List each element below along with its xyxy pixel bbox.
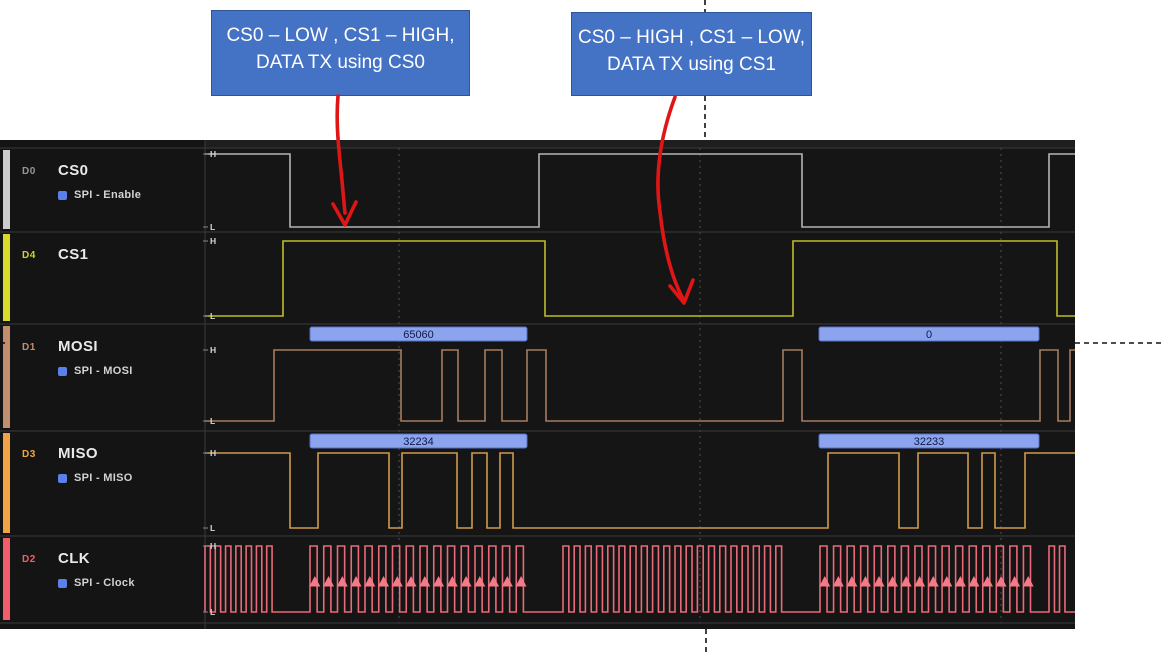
- callout-cs0-low: CS0 – LOW , CS1 – HIGH, DATA TX using CS…: [211, 10, 470, 96]
- panel-top-strip: [0, 140, 1075, 148]
- level-marker-h: H: [210, 541, 216, 551]
- analyzer-tag: SPI - Clock: [58, 577, 135, 589]
- value-pill-label: 65060: [403, 329, 434, 341]
- channel-label-row-miso[interactable]: D3 MISO SPI - MISO: [0, 431, 205, 536]
- level-marker-l: L: [210, 222, 215, 232]
- clock-edge-marker-icon: [968, 576, 980, 587]
- clock-edge-marker-icon: [873, 576, 885, 587]
- clock-edge-marker-icon: [981, 576, 993, 587]
- channel-name: CS0: [58, 162, 89, 179]
- value-pill: [818, 433, 1040, 449]
- wave-clk: [204, 545, 1075, 613]
- clock-edge-marker-icon: [433, 576, 445, 587]
- clock-edge-marker-icon: [515, 576, 527, 587]
- clock-edge-marker-icon: [364, 576, 376, 587]
- channel-label-row-mosi[interactable]: D1 MOSI SPI - MOSI: [0, 324, 205, 431]
- clock-edge-marker-icon: [995, 576, 1007, 587]
- level-marker-h: H: [210, 149, 216, 159]
- channel-id: D2: [22, 554, 36, 565]
- wave-cs0: [205, 153, 1075, 228]
- channel-id: D4: [22, 250, 36, 261]
- channel-id: D0: [22, 166, 36, 177]
- analyzer-chip-icon: [58, 473, 67, 483]
- clock-edge-marker-icon: [350, 576, 362, 587]
- clock-edge-marker-icon: [1022, 576, 1034, 587]
- analyzer-chip-icon: [58, 190, 67, 200]
- clock-edge-marker-icon: [900, 576, 912, 587]
- channel-color-strip: [3, 326, 10, 428]
- clock-edge-marker-icon: [336, 576, 348, 587]
- channel-label-column: D0 CS0 SPI - Enable D4 CS1 D1 MOSI SPI -…: [0, 140, 205, 629]
- channel-color-strip: [3, 538, 10, 620]
- logic-analyzer-panel: D0 CS0 SPI - Enable D4 CS1 D1 MOSI SPI -…: [0, 140, 1075, 629]
- clock-edge-marker-icon: [846, 576, 858, 587]
- channel-color-strip: [3, 433, 10, 533]
- clock-edge-marker-icon: [927, 576, 939, 587]
- clock-edge-marker-icon: [446, 576, 458, 587]
- value-pill-label: 32234: [403, 436, 434, 448]
- callout-line: DATA TX using CS0: [256, 52, 425, 73]
- channel-label-row-cs0[interactable]: D0 CS0 SPI - Enable: [0, 148, 205, 232]
- wave-cs1: [205, 240, 1075, 317]
- value-pill: [818, 326, 1040, 342]
- clock-edge-marker-icon: [954, 576, 966, 587]
- clock-edge-marker-icon: [391, 576, 403, 587]
- analyzer-tag: SPI - Enable: [58, 189, 141, 201]
- level-marker-l: L: [210, 416, 215, 426]
- channel-name: MISO: [58, 445, 98, 462]
- level-marker-l: L: [210, 607, 215, 617]
- level-marker-h: H: [210, 448, 216, 458]
- value-pill-label: 32233: [914, 436, 945, 448]
- analyzer-tag: SPI - MISO: [58, 472, 133, 484]
- value-pill: [309, 433, 528, 449]
- channel-name: CLK: [58, 550, 91, 567]
- channel-color-strip: [3, 150, 10, 229]
- clock-edge-marker-icon: [819, 576, 831, 587]
- clock-edge-marker-icon: [1009, 576, 1021, 587]
- analyzer-label: SPI - MISO: [74, 472, 133, 484]
- channel-label-row-cs1[interactable]: D4 CS1: [0, 232, 205, 324]
- clock-edge-marker-icon: [488, 576, 500, 587]
- clock-edge-marker-icon: [832, 576, 844, 587]
- channel-id: D1: [22, 342, 36, 353]
- clock-edge-marker-icon: [405, 576, 417, 587]
- analyzer-chip-icon: [58, 578, 67, 588]
- level-marker-h: H: [210, 236, 216, 246]
- analyzer-label: SPI - MOSI: [74, 365, 133, 377]
- wave-miso: [205, 452, 1075, 529]
- clock-edge-marker-icon: [859, 576, 871, 587]
- callout-line: CS0 – HIGH , CS1 – LOW,: [577, 27, 806, 48]
- analyzer-chip-icon: [58, 366, 67, 376]
- channel-id: D3: [22, 449, 36, 460]
- analyzer-label: SPI - Enable: [74, 189, 142, 201]
- clock-edge-marker-icon: [501, 576, 513, 587]
- value-pill: [309, 326, 528, 342]
- channel-name: MOSI: [58, 338, 98, 355]
- clock-edge-marker-icon: [474, 576, 486, 587]
- clock-edge-marker-icon: [941, 576, 953, 587]
- level-marker-l: L: [210, 523, 215, 533]
- level-marker-l: L: [210, 311, 215, 321]
- clock-edge-marker-icon: [460, 576, 472, 587]
- clock-edge-marker-icon: [309, 576, 321, 587]
- clock-edge-marker-icon: [323, 576, 335, 587]
- clock-edge-marker-icon: [419, 576, 431, 587]
- channel-color-strip: [3, 234, 10, 321]
- callout-line: DATA TX using CS1: [607, 54, 776, 75]
- clock-edge-marker-icon: [378, 576, 390, 587]
- callout-cs0-high: CS0 – HIGH , CS1 – LOW, DATA TX using CS…: [571, 12, 812, 96]
- clock-edge-marker-icon: [914, 576, 926, 587]
- callout-line: CS0 – LOW , CS1 – HIGH,: [226, 25, 455, 46]
- analyzer-tag: SPI - MOSI: [58, 365, 133, 377]
- value-pill-label: 0: [926, 329, 932, 341]
- analyzer-label: SPI - Clock: [74, 577, 135, 589]
- channel-label-row-clk[interactable]: D2 CLK SPI - Clock: [0, 536, 205, 623]
- channel-name: CS1: [58, 246, 89, 263]
- clock-edge-marker-icon: [887, 576, 899, 587]
- wave-mosi: [205, 349, 1075, 422]
- level-marker-h: H: [210, 345, 216, 355]
